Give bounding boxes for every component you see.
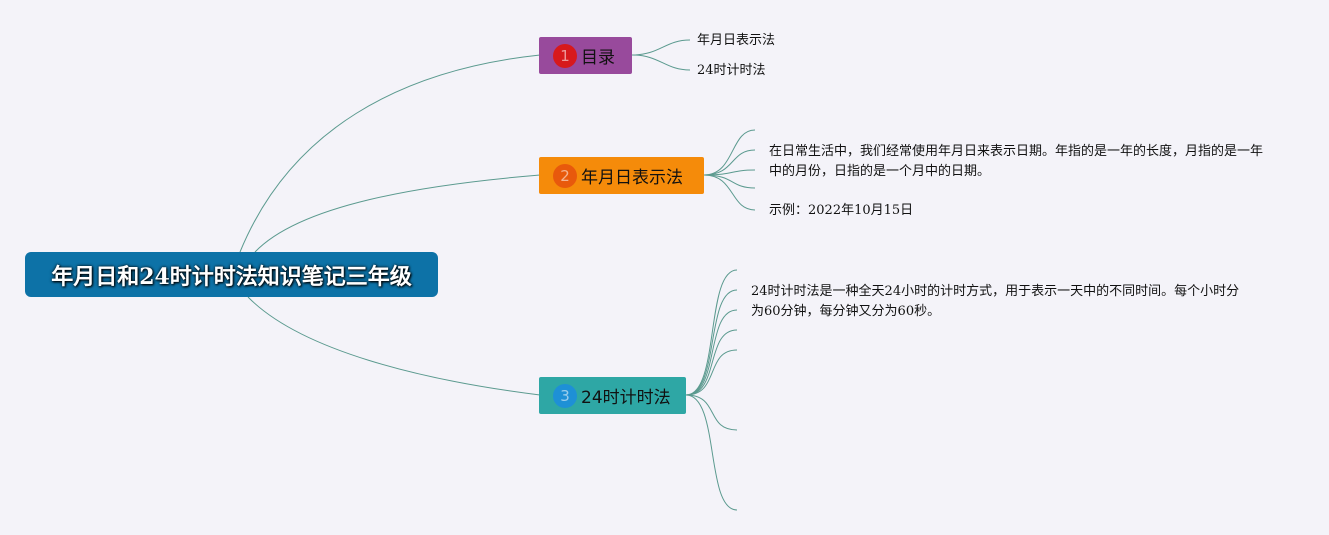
branch-3[interactable]: 3 24时计时法 — [539, 377, 686, 414]
link-b3-leaf-g — [685, 394, 738, 511]
number-badge-1: 1 — [553, 43, 577, 68]
branch-3-label: 24时计时法 — [581, 388, 671, 408]
branch-1-leaf-1[interactable]: 年月日表示法 — [697, 33, 776, 48]
branch-2-leaf-1[interactable]: 在日常生活中，我们经常使用年月日来表示日期。年指的是一年的长度，月指的是一年中的… — [769, 144, 1264, 179]
link-b3-leaf-a — [685, 269, 738, 396]
link-root-branch-2 — [254, 174, 541, 253]
link-b3-leaf-e — [685, 349, 738, 396]
link-b2-leaf-e — [703, 174, 756, 211]
branch-1[interactable]: 1 目录 — [539, 37, 632, 74]
link-b2-leaf-a — [703, 129, 756, 176]
branch-2-label: 年月日表示法 — [581, 168, 683, 188]
link-b3-leaf-f — [685, 394, 738, 431]
branch-2-leaf-2[interactable]: 示例：2022年10月15日 — [769, 203, 914, 218]
link-b1-leaf-1 — [631, 39, 691, 56]
root-title: 年月日和24时计时法知识笔记三年级 — [51, 263, 412, 290]
link-b2-leaf-d — [703, 174, 756, 189]
branch-1-label: 目录 — [581, 48, 615, 68]
link-b3-leaf-c — [685, 309, 738, 396]
branch-3-leaf-1[interactable]: 24时计时法是一种全天24小时的计时方式，用于表示一天中的不同时间。每个小时分为… — [751, 284, 1240, 319]
root-topic[interactable]: 年月日和24时计时法知识笔记三年级 — [25, 252, 438, 297]
branch-2[interactable]: 2 年月日表示法 — [539, 157, 704, 194]
link-root-branch-1 — [239, 54, 541, 253]
number-badge-2: 2 — [553, 163, 577, 188]
link-root-branch-3 — [247, 296, 541, 396]
link-b3-leaf-d — [685, 329, 738, 396]
link-b1-leaf-2 — [631, 54, 691, 71]
link-b2-leaf-b — [703, 149, 756, 176]
link-b3-leaf-b — [685, 289, 738, 396]
branch-1-leaf-2[interactable]: 24时计时法 — [697, 63, 766, 78]
number-badge-3: 3 — [553, 383, 577, 408]
